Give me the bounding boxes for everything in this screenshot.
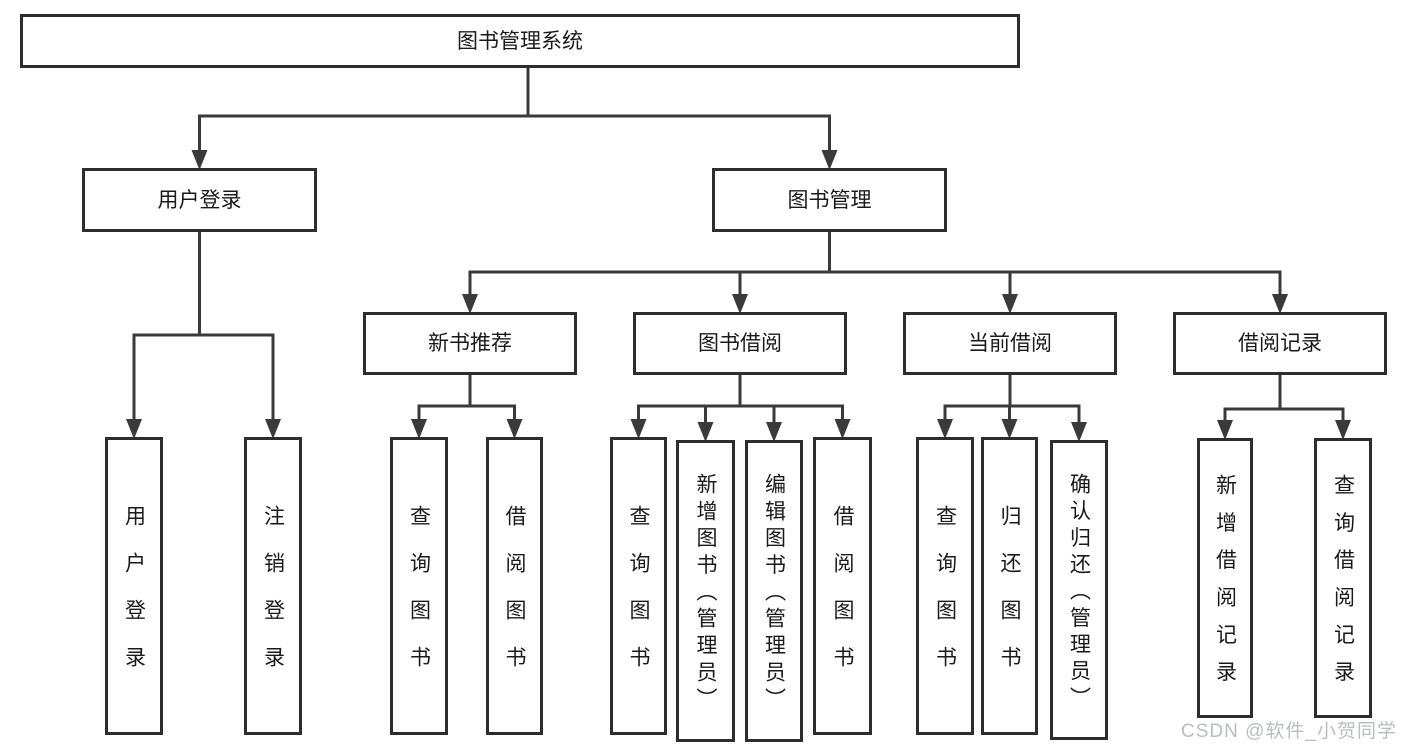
arrowhead [697, 422, 714, 442]
arrowhead [1001, 419, 1018, 439]
node-leaf-user-login: 用户登录 [105, 437, 163, 735]
node-leaf-bb-edit-book: 编辑图书（管理员） [745, 440, 803, 742]
node-label-user-login: 用户登录 [157, 188, 242, 212]
arrowhead [766, 422, 782, 442]
node-label-book-mgmt: 图书管理 [787, 188, 872, 212]
node-leaf-bb-query-book: 查询图书 [610, 437, 667, 735]
node-borrow-record: 借阅记录 [1173, 312, 1387, 375]
node-label-leaf-logout: 注销登录 [261, 505, 285, 693]
arrowhead [1335, 420, 1351, 440]
node-label-leaf-bb-add-book: 新增图书（管理员） [694, 473, 717, 715]
node-label-leaf-user-login: 用户登录 [122, 505, 146, 693]
node-leaf-cb-confirm: 确认归还（管理员） [1050, 440, 1108, 740]
arrowhead [937, 419, 953, 439]
arrowhead [191, 150, 208, 170]
node-leaf-bb-borrow-book: 借阅图书 [813, 437, 872, 735]
arrowhead [732, 294, 748, 314]
node-label-current-borrow: 当前借阅 [968, 332, 1052, 355]
node-label-root: 图书管理系统 [457, 29, 583, 53]
arrowhead [1272, 294, 1288, 314]
arrowhead [630, 419, 647, 439]
node-label-leaf-br-add-record: 新增借阅记录 [1213, 474, 1237, 699]
node-label-leaf-br-query-record: 查询借阅记录 [1331, 474, 1355, 699]
arrowhead [1071, 422, 1087, 442]
node-book-mgmt: 图书管理 [712, 168, 947, 232]
node-leaf-nb-query-book: 查询图书 [390, 437, 448, 735]
node-label-leaf-cb-query-book: 查询图书 [933, 505, 957, 693]
node-leaf-nb-borrow-book: 借阅图书 [486, 437, 543, 735]
node-root: 图书管理系统 [20, 14, 1020, 68]
node-label-leaf-nb-query-book: 查询图书 [407, 505, 431, 693]
watermark: CSDN @软件_小贺同学 [1181, 721, 1397, 742]
node-label-leaf-bb-query-book: 查询图书 [627, 505, 650, 693]
node-label-new-book-recommend: 新书推荐 [428, 332, 512, 355]
node-label-leaf-nb-borrow-book: 借阅图书 [503, 505, 526, 693]
arrowhead [1002, 294, 1018, 314]
node-leaf-br-query-record: 查询借阅记录 [1314, 438, 1372, 718]
node-label-book-borrow: 图书借阅 [698, 332, 782, 355]
arrowhead [1217, 420, 1233, 440]
arrowhead [821, 150, 838, 170]
arrowhead [411, 419, 427, 439]
arrowhead [265, 419, 281, 439]
node-book-borrow: 图书借阅 [633, 312, 847, 375]
node-label-leaf-cb-confirm: 确认归还（管理员） [1067, 472, 1091, 713]
node-leaf-bb-add-book: 新增图书（管理员） [676, 440, 735, 742]
node-leaf-cb-return-book: 归还图书 [981, 437, 1038, 735]
node-label-leaf-bb-edit-book: 编辑图书（管理员） [762, 473, 786, 715]
node-new-book-recommend: 新书推荐 [363, 312, 577, 375]
node-label-leaf-bb-borrow-book: 借阅图书 [831, 505, 854, 693]
node-leaf-logout: 注销登录 [244, 437, 302, 735]
arrowhead [462, 294, 478, 314]
node-label-leaf-cb-return-book: 归还图书 [998, 505, 1021, 693]
node-leaf-br-add-record: 新增借阅记录 [1197, 438, 1253, 718]
arrowhead [506, 419, 523, 439]
arrowhead [126, 419, 142, 439]
node-label-borrow-record: 借阅记录 [1238, 332, 1322, 355]
node-leaf-cb-query-book: 查询图书 [916, 437, 974, 735]
node-current-borrow: 当前借阅 [903, 312, 1117, 375]
node-user-login: 用户登录 [82, 168, 317, 232]
arrowhead [834, 419, 851, 439]
